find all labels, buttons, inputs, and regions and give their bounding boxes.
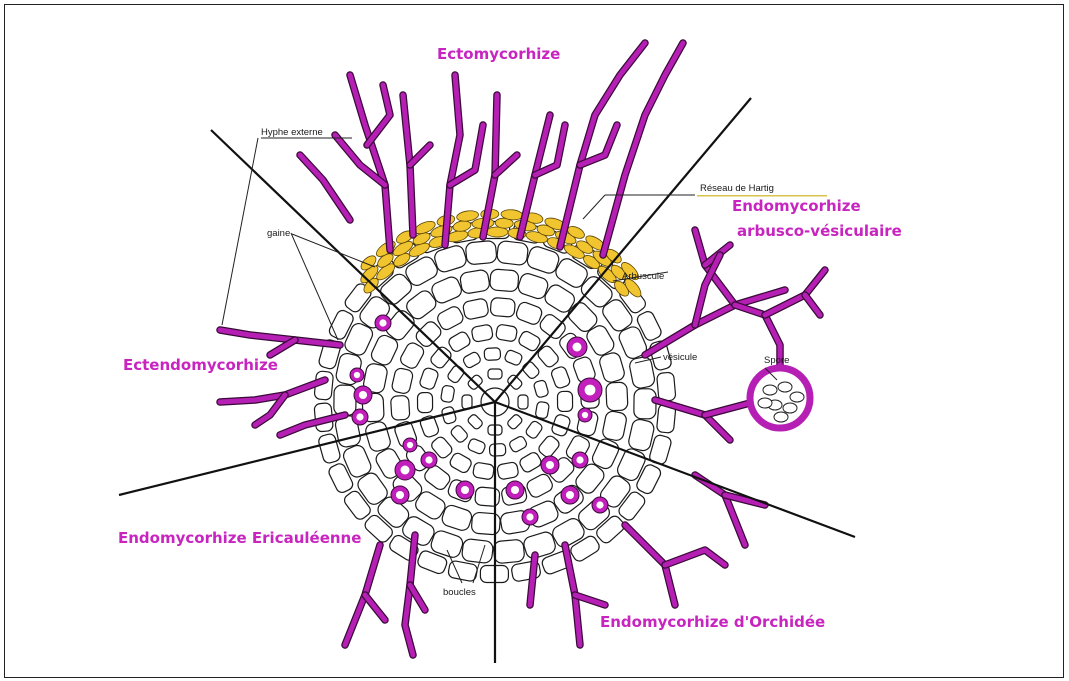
root-cell (606, 382, 628, 411)
root-cell (334, 385, 356, 415)
label-orchidee: Endomycorhize d'Orchidée (600, 613, 825, 631)
root-cell (493, 539, 525, 564)
root-cell (489, 443, 506, 456)
hypha (220, 330, 340, 345)
figure-frame: Ectomycorhize Endomycorhize arbusco-vési… (4, 4, 1064, 678)
root-cell (557, 391, 572, 411)
root-cell (465, 240, 497, 265)
hypha (410, 145, 430, 165)
label-ectendomycorhize: Ectendomycorhize (123, 356, 278, 374)
label-ericauleenne: Endomycorhize Ericauléenne (118, 529, 361, 547)
hartig-underline (697, 195, 827, 197)
root-cell (390, 395, 409, 420)
root-cell (471, 512, 500, 535)
label-reseau-hartig: Réseau de Hartig (700, 183, 774, 194)
root-cell (634, 389, 656, 419)
hypha (805, 295, 820, 315)
root-cell (484, 348, 501, 361)
root-cell (535, 401, 550, 419)
spore-structure (750, 368, 810, 428)
root-cell (495, 324, 517, 342)
root-cell (472, 462, 494, 480)
root-cell (417, 393, 432, 413)
mycorrhiza-diagram: Ectomycorhize Endomycorhize arbusco-vési… (5, 5, 1063, 677)
hypha (365, 595, 385, 620)
hypha (705, 403, 750, 415)
label-spore: Spore (764, 355, 789, 366)
root-cell (518, 395, 528, 409)
label-vesicule: vésicule (663, 352, 697, 363)
root-cell (490, 297, 515, 317)
hypha (410, 585, 425, 610)
root-cell (497, 462, 519, 480)
root-cell (488, 369, 502, 379)
root-cell (462, 395, 472, 409)
root-cell (496, 240, 528, 265)
hypha (220, 380, 325, 402)
label-gaine: gaine (267, 228, 290, 239)
root-cell (490, 269, 519, 292)
root-cell (440, 385, 455, 403)
label-arbuscule: Arbuscule (622, 271, 664, 282)
root-cell (471, 324, 493, 342)
label-boucles: boucles (443, 587, 476, 598)
root-cell (461, 538, 493, 563)
label-endomycorhize-av-1: Endomycorhize (732, 197, 861, 215)
label-ectomycorhize: Ectomycorhize (437, 45, 560, 63)
root-cell (657, 372, 676, 401)
root-cell (459, 269, 490, 294)
label-endomycorhize-av-2: arbusco-vésiculaire (737, 222, 902, 240)
root-cell (475, 487, 500, 507)
label-hyphe-externe: Hyphe externe (261, 127, 323, 138)
